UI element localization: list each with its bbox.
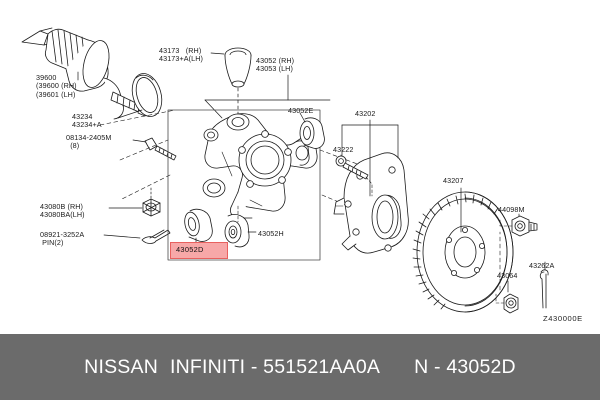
label-hub-assy: 43202 (355, 109, 376, 118)
label-bolt-43222: 43222 (333, 145, 354, 154)
brake-rotor (412, 191, 514, 313)
label-rotor: 43207 (443, 176, 464, 185)
footer-part-code: N - 43052D (414, 355, 516, 378)
footer-text-group: NISSAN INFINITI - 551521AA0A N - 43052D (84, 356, 516, 379)
bushing-43052h (224, 214, 250, 248)
bolt-43222 (335, 155, 369, 180)
label-knuckle: 43052 (RH) 43053 (LH) (256, 56, 295, 74)
sub-brand-and-number: INFINITI - 551521AA0A (169, 355, 381, 378)
label-cotter-pin: 08921-3252A PIN(2) (40, 230, 85, 248)
clip-43262a (539, 269, 549, 309)
label-oil-seal: 43234 43234+A (72, 112, 102, 130)
footer-banner: NISSAN INFINITI - 551521AA0A N - 43052D (0, 334, 600, 400)
label-driveshaft: 39600 (39600 (RH) (39601 (LH) (36, 73, 77, 99)
bushing-43052e (299, 117, 325, 149)
cotter-pin (141, 229, 171, 244)
screw-44098m (511, 215, 538, 237)
bushing-43052d (184, 208, 213, 242)
bolt-08134 (144, 137, 177, 161)
drive-shaft-illustration (21, 27, 147, 120)
hub-nut (142, 198, 161, 217)
label-bushing-43052e: 43052E (288, 106, 314, 115)
label-clip-43262a: 43262A (529, 261, 555, 270)
label-bushing-43052h: 43052H (258, 229, 284, 238)
dust-cap-43173 (224, 47, 252, 88)
label-hub-nut: 43080B (RH) 43080BA(LH) (40, 202, 85, 220)
parts-illustration (21, 27, 549, 314)
abs-sensor-43064 (495, 293, 519, 314)
label-dust-cap: 43173 (RH) 43173+A(LH) (159, 46, 204, 64)
diagram-canvas: 39600 (39600 (RH) (39601 (LH) 43234 4323… (21, 27, 583, 323)
steering-knuckle (202, 113, 318, 219)
label-sensor-43064: 43064 (497, 271, 518, 280)
highlighted-part-label[interactable]: 43052D (170, 242, 228, 259)
figure-code: Z430000E (543, 314, 583, 323)
oil-seal-ring (131, 73, 163, 117)
brand-name: NISSAN (84, 355, 158, 378)
label-bolt-08134: 08134-2405M (8) (66, 133, 112, 151)
label-screw-44098m: 44098M (498, 205, 525, 214)
